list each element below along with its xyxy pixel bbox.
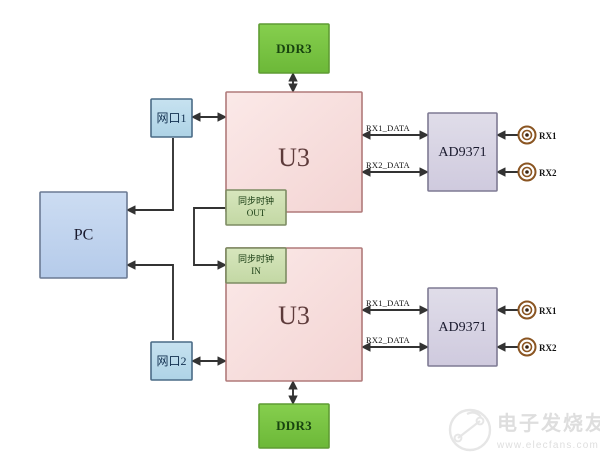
block-clock-out: 同步时钟 OUT bbox=[225, 189, 287, 226]
connector-label-bottom-rx2: RX2 bbox=[539, 343, 557, 353]
port2-rect bbox=[150, 341, 193, 381]
link-clockout-clockin bbox=[193, 207, 227, 270]
block-pc: PC bbox=[39, 191, 128, 279]
connector-icon-core-bottom-rx2 bbox=[525, 345, 529, 349]
block-ad9371-top: AD9371 bbox=[427, 112, 498, 192]
block-ddr3-top: DDR3 bbox=[258, 23, 330, 74]
block-ddr3-bottom: DDR3 bbox=[258, 403, 330, 449]
ad9371-bottom-label: AD9371 bbox=[438, 320, 486, 335]
connector-label-top-rx1: RX1 bbox=[539, 131, 557, 141]
watermark-logo-icon bbox=[448, 408, 492, 452]
pc-label: PC bbox=[74, 227, 94, 244]
block-ad9371-bottom: AD9371 bbox=[427, 287, 498, 367]
ad9371-top-rect bbox=[427, 112, 498, 192]
ddr3-top-label: DDR3 bbox=[276, 41, 312, 56]
watermark-url: www.elecfans.com bbox=[496, 440, 599, 451]
connector-bottom-rx1: RX1 bbox=[517, 300, 557, 320]
ddr3-bottom-rect bbox=[258, 403, 330, 449]
block-port2: 网口2 bbox=[150, 341, 193, 381]
clock-out-label-en: OUT bbox=[247, 208, 266, 218]
connector-label-top-rx2: RX2 bbox=[539, 168, 557, 178]
signal-labels: RX1_DATA RX2_DATA RX1_DATA RX2_DATA bbox=[366, 123, 411, 345]
link-port1-pc bbox=[126, 138, 174, 215]
port1-rect bbox=[150, 98, 193, 138]
block-u3-top: U3 bbox=[225, 91, 363, 213]
connector-icon-core-bottom-rx1 bbox=[525, 308, 529, 312]
signal-label-bottom-rx1: RX1_DATA bbox=[366, 298, 411, 308]
clock-out-rect bbox=[225, 189, 287, 226]
connector-bottom-rx2: RX2 bbox=[517, 337, 557, 357]
connector-top-rx2: RX2 bbox=[517, 162, 557, 182]
ddr3-bottom-label: DDR3 bbox=[276, 418, 312, 433]
u3-top-label: U3 bbox=[278, 143, 310, 172]
clock-in-overlay-label-cn: 同步时钟 bbox=[238, 253, 274, 264]
link-pc-port2 bbox=[126, 260, 174, 340]
watermark-brand: 电子发烧友 bbox=[497, 411, 600, 435]
rx-connectors: RX1 RX2 RX1 RX2 bbox=[517, 125, 557, 357]
block-clock-in-overlay: 同步时钟 IN bbox=[225, 247, 287, 284]
connector-icon-core-top-rx2 bbox=[525, 170, 529, 174]
connector-label-bottom-rx1: RX1 bbox=[539, 306, 557, 316]
signal-label-top-rx1: RX1_DATA bbox=[366, 123, 411, 133]
watermark: 电子发烧友 www.elecfans.com bbox=[448, 408, 600, 452]
port2-label: 网口2 bbox=[156, 354, 186, 368]
clock-out-label-cn: 同步时钟 bbox=[238, 195, 274, 206]
signal-label-top-rx2: RX2_DATA bbox=[366, 160, 411, 170]
connection-lines bbox=[126, 72, 518, 405]
clock-in-overlay-label-en: IN bbox=[251, 266, 261, 276]
connector-top-rx1: RX1 bbox=[517, 125, 557, 145]
ddr3-top-rect bbox=[258, 23, 330, 74]
u3-top-rect bbox=[225, 91, 363, 213]
ad9371-bottom-rect bbox=[427, 287, 498, 367]
u3-bottom-label: U3 bbox=[278, 301, 310, 330]
block-port1: 网口1 bbox=[150, 98, 193, 138]
ad9371-top-label: AD9371 bbox=[438, 145, 486, 160]
connector-icon-core-top-rx1 bbox=[525, 133, 529, 137]
pc-rect bbox=[39, 191, 128, 279]
clock-in-overlay-rect bbox=[225, 247, 287, 284]
port1-label: 网口1 bbox=[156, 111, 186, 125]
signal-label-bottom-rx2: RX2_DATA bbox=[366, 335, 411, 345]
